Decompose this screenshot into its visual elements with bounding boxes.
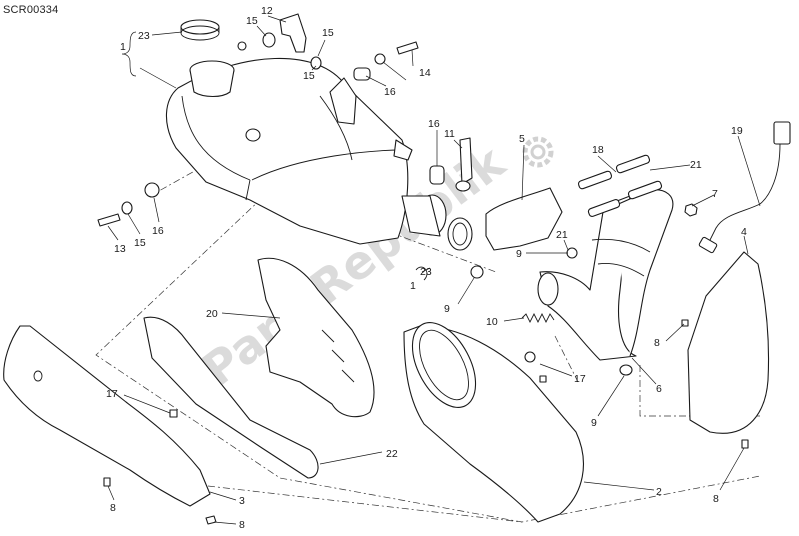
callout-14: 14 bbox=[419, 67, 431, 79]
callout-3: 3 bbox=[239, 495, 245, 507]
callout-17: 17 bbox=[106, 388, 118, 400]
callout-5: 5 bbox=[519, 133, 525, 145]
callout-15: 15 bbox=[134, 237, 146, 249]
hardware-top bbox=[237, 32, 419, 81]
hardware-left bbox=[97, 182, 160, 227]
callout-8: 8 bbox=[713, 493, 719, 505]
callout-17: 17 bbox=[574, 373, 586, 385]
callout-16: 16 bbox=[152, 225, 164, 237]
callout-9: 9 bbox=[591, 417, 597, 429]
muffler-body bbox=[165, 57, 413, 245]
drawing-code: SCR00334 bbox=[3, 4, 59, 16]
leader-lines bbox=[107, 15, 761, 525]
callout-16: 16 bbox=[384, 86, 396, 98]
callout-7: 7 bbox=[712, 188, 718, 200]
callout-6: 6 bbox=[656, 383, 662, 395]
lambda-sensor-19 bbox=[698, 121, 791, 254]
callout-12: 12 bbox=[261, 5, 273, 17]
callout-11: 11 bbox=[444, 128, 455, 140]
guard-20-slots bbox=[321, 329, 355, 383]
side-panel-22 bbox=[143, 316, 319, 479]
callout-22: 22 bbox=[386, 448, 398, 460]
guard-20 bbox=[257, 257, 375, 418]
callout-23: 23 bbox=[420, 266, 432, 278]
callout-15: 15 bbox=[246, 15, 258, 27]
bracket-12 bbox=[279, 13, 307, 53]
callout-15: 15 bbox=[322, 27, 334, 39]
clip-23 bbox=[415, 266, 428, 281]
callout-1: 1 bbox=[120, 41, 126, 53]
callout-9: 9 bbox=[444, 303, 450, 315]
callout-1: 1 bbox=[410, 280, 416, 292]
gasket-23-top bbox=[180, 19, 220, 41]
callout-23: 23 bbox=[138, 30, 150, 42]
callout-8: 8 bbox=[239, 519, 245, 531]
screws-8-17 bbox=[103, 319, 749, 525]
heat-guard-4 bbox=[687, 251, 770, 434]
exhaust-cover-2-opening bbox=[411, 322, 477, 408]
callout-4: 4 bbox=[741, 226, 747, 238]
heat-shield-5 bbox=[485, 187, 563, 251]
gear-icon bbox=[522, 136, 554, 168]
gaskets-18 bbox=[577, 154, 663, 217]
nut-7 bbox=[684, 203, 698, 217]
spring-10 bbox=[521, 312, 555, 324]
callout-8: 8 bbox=[110, 502, 116, 514]
callout-13: 13 bbox=[114, 243, 126, 255]
callout-18: 18 bbox=[592, 144, 604, 156]
header-pipes-6 bbox=[537, 189, 674, 361]
callout-21: 21 bbox=[690, 159, 702, 171]
belly-pan-3-hole bbox=[33, 370, 43, 382]
clamp-sleeves bbox=[401, 194, 473, 251]
hardware-center bbox=[429, 137, 473, 192]
exhaust-cover-2-rim bbox=[419, 329, 469, 401]
callout-labels: 1 23 12 15 15 15 14 16 16 11 5 18 21 19 … bbox=[106, 5, 747, 531]
callout-9: 9 bbox=[516, 248, 522, 260]
clips-9 bbox=[470, 247, 633, 376]
callout-2: 2 bbox=[656, 486, 662, 498]
callout-20: 20 bbox=[206, 308, 218, 320]
callout-8: 8 bbox=[654, 337, 660, 349]
callout-21: 21 bbox=[556, 229, 568, 241]
callout-15: 15 bbox=[303, 70, 315, 82]
callout-16: 16 bbox=[428, 118, 440, 130]
callout-10: 10 bbox=[486, 316, 498, 328]
bracket-brace-1 bbox=[121, 31, 137, 77]
callout-19: 19 bbox=[731, 125, 743, 137]
belly-pan-3 bbox=[3, 325, 211, 507]
